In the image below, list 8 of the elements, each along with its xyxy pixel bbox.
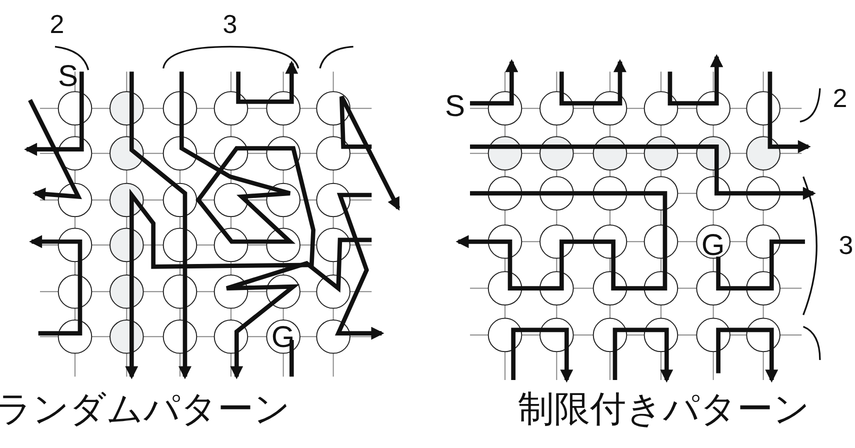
goal-label: G	[701, 231, 725, 261]
number-label: 2	[832, 85, 848, 111]
number-label: 2	[50, 11, 64, 37]
start-label: S	[445, 92, 465, 122]
number-label: 3	[838, 232, 854, 258]
caption: 制限付きパターン	[518, 392, 810, 428]
number-label: 3	[222, 11, 238, 37]
start-label: S	[58, 62, 78, 92]
